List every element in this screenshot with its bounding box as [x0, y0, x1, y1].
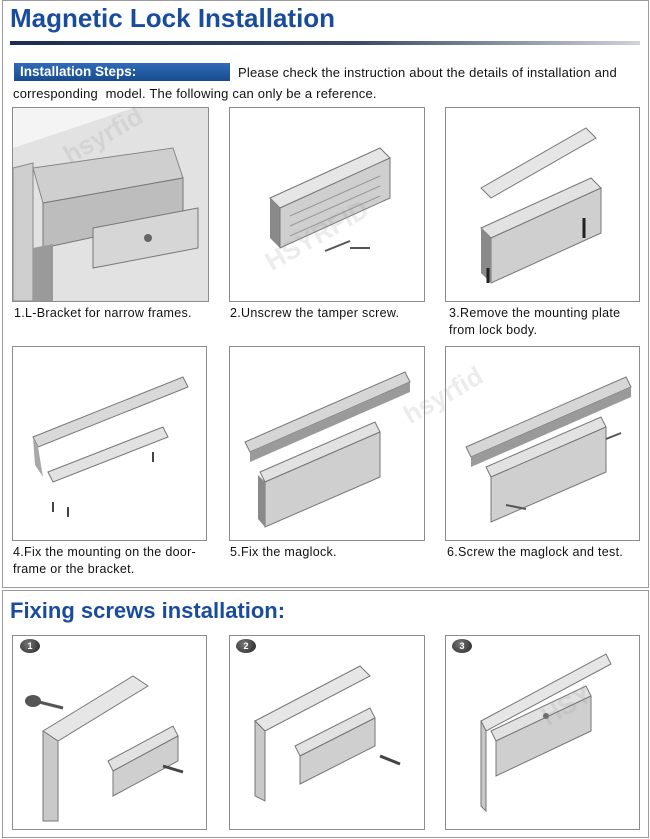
step-5-caption: 5.Fix the maglock. [230, 544, 337, 561]
fixing-step-1-image [12, 635, 207, 830]
fixing-step-2-badge: 2 [236, 639, 256, 653]
step-5-caption-line1: 5.Fix the maglock. [230, 545, 337, 559]
step-6-image [445, 346, 640, 541]
fixing-step-2-image [229, 635, 425, 830]
step-5-image [229, 346, 425, 541]
step-1-caption-line1: 1.L-Bracket for narrow frames. [14, 306, 192, 320]
installation-steps-label: Installation Steps: [14, 63, 230, 81]
step-6-caption-line1: 6.Screw the maglock and test. [447, 545, 624, 559]
title-underline [10, 41, 640, 45]
fixing-screws-title: Fixing screws installation: [10, 598, 286, 623]
step-1-image [12, 107, 209, 302]
step-3-caption-line2: from lock body. [449, 323, 538, 337]
step-2-caption-line1: 2.Unscrew the tamper screw. [230, 306, 400, 320]
step-2-image [229, 107, 425, 302]
fixing-step-1-badge: 1 [20, 639, 40, 653]
step-6-caption: 6.Screw the maglock and test. [447, 544, 623, 561]
step-2-caption: 2.Unscrew the tamper screw. [230, 305, 399, 322]
fixing-step-3-image [445, 635, 640, 830]
step-3-caption-line1: 3.Remove the mounting plate [449, 306, 621, 320]
step-4-caption: 4.Fix the mounting on the door- frame or… [13, 544, 196, 578]
step-1-caption: 1.L-Bracket for narrow frames. [14, 305, 192, 322]
step-4-caption-line2: frame or the bracket. [13, 562, 135, 576]
fixing-step-3-badge: 3 [452, 639, 472, 653]
step-4-caption-line1: 4.Fix the mounting on the door- [13, 545, 197, 559]
intro-line-2: corresponding model. The following can o… [13, 86, 377, 101]
step-3-caption: 3.Remove the mounting plate from lock bo… [449, 305, 620, 339]
step-3-image [445, 107, 640, 302]
step-4-image [12, 346, 207, 541]
page-title: Magnetic Lock Installation [10, 3, 336, 33]
intro-line-1: Please check the instruction about the d… [238, 65, 617, 80]
